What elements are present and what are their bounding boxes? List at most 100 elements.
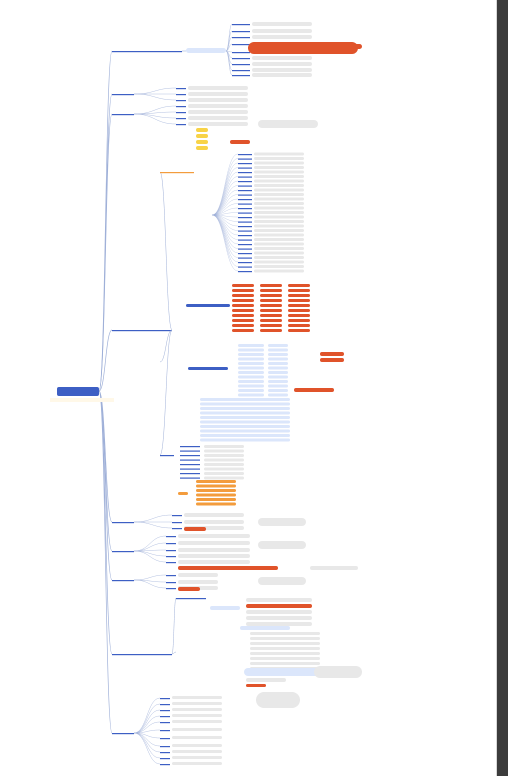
- detail-node[interactable]: [200, 420, 290, 424]
- subtopic-node[interactable]: [268, 380, 288, 383]
- detail-node[interactable]: [310, 566, 358, 570]
- detail-node[interactable]: [254, 265, 304, 268]
- detail-node[interactable]: [200, 425, 290, 428]
- highlight-node[interactable]: [232, 304, 254, 307]
- detail-node[interactable]: [200, 402, 290, 406]
- detail-node[interactable]: [254, 233, 304, 237]
- detail-node[interactable]: [188, 104, 248, 108]
- detail-node[interactable]: [252, 62, 312, 66]
- detail-node[interactable]: [258, 577, 306, 585]
- highlight-node[interactable]: [246, 684, 266, 687]
- highlight-node[interactable]: [294, 388, 334, 392]
- detail-node[interactable]: [172, 708, 222, 711]
- detail-node[interactable]: [258, 541, 306, 549]
- highlight-node[interactable]: [332, 44, 362, 49]
- subtopic-node[interactable]: [268, 353, 288, 356]
- highlight-node[interactable]: [320, 352, 344, 356]
- detail-node[interactable]: [204, 449, 244, 453]
- detail-node[interactable]: [254, 206, 304, 210]
- detail-node[interactable]: [250, 662, 320, 665]
- detail-node[interactable]: [204, 463, 244, 466]
- detail-node[interactable]: [250, 657, 320, 660]
- detail-node[interactable]: [204, 472, 244, 475]
- subtopic-node[interactable]: [238, 366, 264, 370]
- highlight-node[interactable]: [248, 42, 358, 54]
- highlight-node[interactable]: [178, 566, 278, 570]
- highlight-node[interactable]: [260, 329, 282, 332]
- detail-node[interactable]: [184, 513, 244, 517]
- tag-node[interactable]: [196, 484, 236, 488]
- detail-node[interactable]: [254, 229, 304, 232]
- detail-node[interactable]: [172, 728, 222, 731]
- highlight-node[interactable]: [288, 309, 310, 312]
- tag-node[interactable]: [178, 492, 188, 495]
- detail-node[interactable]: [314, 666, 362, 678]
- detail-node[interactable]: [200, 411, 290, 415]
- detail-node[interactable]: [252, 29, 312, 33]
- subtopic-node[interactable]: [238, 375, 264, 379]
- detail-node[interactable]: [204, 445, 244, 448]
- detail-node[interactable]: [254, 224, 304, 228]
- highlight-node[interactable]: [232, 294, 254, 297]
- detail-node[interactable]: [254, 220, 304, 223]
- subtopic-node[interactable]: [238, 344, 264, 347]
- detail-node[interactable]: [178, 580, 218, 584]
- highlight-node[interactable]: [260, 304, 282, 307]
- detail-node[interactable]: [200, 434, 290, 437]
- detail-node[interactable]: [172, 744, 222, 747]
- highlight-node[interactable]: [260, 289, 282, 292]
- detail-node[interactable]: [172, 756, 222, 759]
- subtopic-node[interactable]: [268, 384, 288, 388]
- detail-node[interactable]: [254, 193, 304, 196]
- highlight-node[interactable]: [288, 329, 310, 332]
- highlight-node[interactable]: [260, 309, 282, 312]
- tag-node[interactable]: [196, 480, 236, 483]
- subtopic-node[interactable]: [210, 606, 240, 610]
- highlight-node[interactable]: [232, 314, 254, 317]
- detail-node[interactable]: [258, 120, 318, 128]
- detail-node[interactable]: [254, 256, 304, 259]
- detail-node[interactable]: [256, 692, 300, 708]
- detail-node[interactable]: [188, 92, 248, 96]
- detail-node[interactable]: [200, 398, 290, 401]
- tag-node[interactable]: [196, 498, 236, 501]
- highlight-node[interactable]: [232, 324, 254, 327]
- detail-node[interactable]: [254, 175, 304, 178]
- highlight-node[interactable]: [288, 324, 310, 327]
- subtopic-node[interactable]: [238, 380, 264, 383]
- subtopic-node[interactable]: [268, 348, 288, 352]
- highlight-node[interactable]: [260, 284, 282, 287]
- subtopic-node[interactable]: [186, 48, 226, 53]
- tag-node[interactable]: [196, 502, 236, 506]
- subtopic-node[interactable]: [188, 367, 228, 370]
- subtopic-node[interactable]: [240, 626, 290, 630]
- highlight-node[interactable]: [260, 319, 282, 322]
- highlight-node[interactable]: [232, 309, 254, 312]
- detail-node[interactable]: [178, 573, 218, 577]
- highlight-node[interactable]: [232, 299, 254, 302]
- highlight-node[interactable]: [232, 284, 254, 287]
- detail-node[interactable]: [250, 642, 320, 645]
- detail-node[interactable]: [188, 116, 248, 120]
- subtopic-node[interactable]: [268, 371, 288, 374]
- highlight-node[interactable]: [320, 358, 344, 362]
- detail-node[interactable]: [252, 35, 312, 39]
- subtopic-node[interactable]: [238, 371, 264, 374]
- detail-node[interactable]: [172, 696, 222, 699]
- detail-node[interactable]: [254, 238, 304, 241]
- detail-node[interactable]: [252, 56, 312, 60]
- detail-node[interactable]: [254, 269, 304, 273]
- tag-node[interactable]: [196, 134, 208, 138]
- subtopic-node[interactable]: [238, 389, 264, 392]
- detail-node[interactable]: [200, 407, 290, 410]
- detail-node[interactable]: [204, 458, 244, 462]
- highlight-node[interactable]: [232, 329, 254, 332]
- detail-node[interactable]: [200, 438, 290, 442]
- detail-node[interactable]: [188, 110, 248, 114]
- detail-node[interactable]: [246, 610, 312, 614]
- subtopic-node[interactable]: [186, 304, 230, 307]
- detail-node[interactable]: [172, 736, 222, 739]
- detail-node[interactable]: [188, 122, 248, 126]
- highlight-node[interactable]: [288, 304, 310, 307]
- detail-node[interactable]: [254, 242, 304, 246]
